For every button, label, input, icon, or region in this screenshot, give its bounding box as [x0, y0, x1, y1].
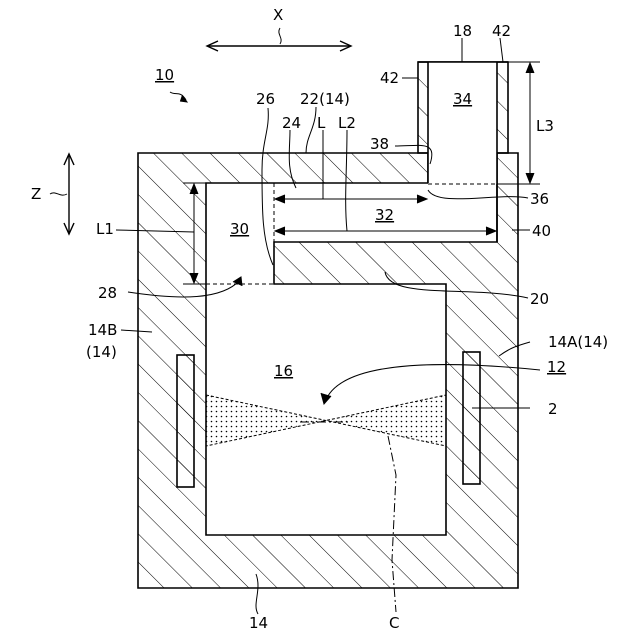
label-10: 10	[155, 66, 174, 84]
label-22: 22(14)	[300, 90, 350, 108]
x-direction-arrow	[207, 28, 351, 51]
label-24: 24	[282, 114, 301, 132]
label-14b: 14B	[88, 321, 117, 339]
label-l: L	[317, 114, 326, 132]
housing-body	[138, 153, 518, 588]
label-l2: L2	[338, 114, 356, 132]
label-c: C	[389, 614, 399, 632]
label-20: 20	[530, 290, 549, 308]
label-28: 28	[98, 284, 117, 302]
label-36: 36	[530, 190, 549, 208]
label-14a: 14A(14)	[548, 333, 608, 351]
label-l1: L1	[96, 220, 114, 238]
right-heater	[463, 352, 480, 484]
label-2: 2	[548, 400, 558, 418]
label-16: 16	[274, 362, 293, 380]
label-30: 30	[230, 220, 249, 238]
label-x-dir: X	[273, 6, 283, 24]
z-direction-arrow	[50, 154, 74, 234]
dimension-l	[275, 195, 427, 203]
tube-bore-34	[428, 62, 497, 184]
left-heater	[177, 355, 194, 487]
label-42-right: 42	[492, 22, 511, 40]
label-14b-paren: (14)	[86, 343, 117, 361]
label-14: 14	[249, 614, 268, 632]
label-42-left: 42	[380, 69, 399, 87]
label-40: 40	[532, 222, 551, 240]
label-32: 32	[375, 206, 394, 224]
label-l3: L3	[536, 117, 554, 135]
label-38: 38	[370, 135, 389, 153]
dimension-l2	[275, 227, 496, 235]
heating-zone-12	[206, 395, 446, 446]
label-z-dir: Z	[31, 185, 41, 203]
label-12: 12	[547, 358, 566, 376]
label-26: 26	[256, 90, 275, 108]
label-34: 34	[453, 90, 472, 108]
label-18: 18	[453, 22, 472, 40]
